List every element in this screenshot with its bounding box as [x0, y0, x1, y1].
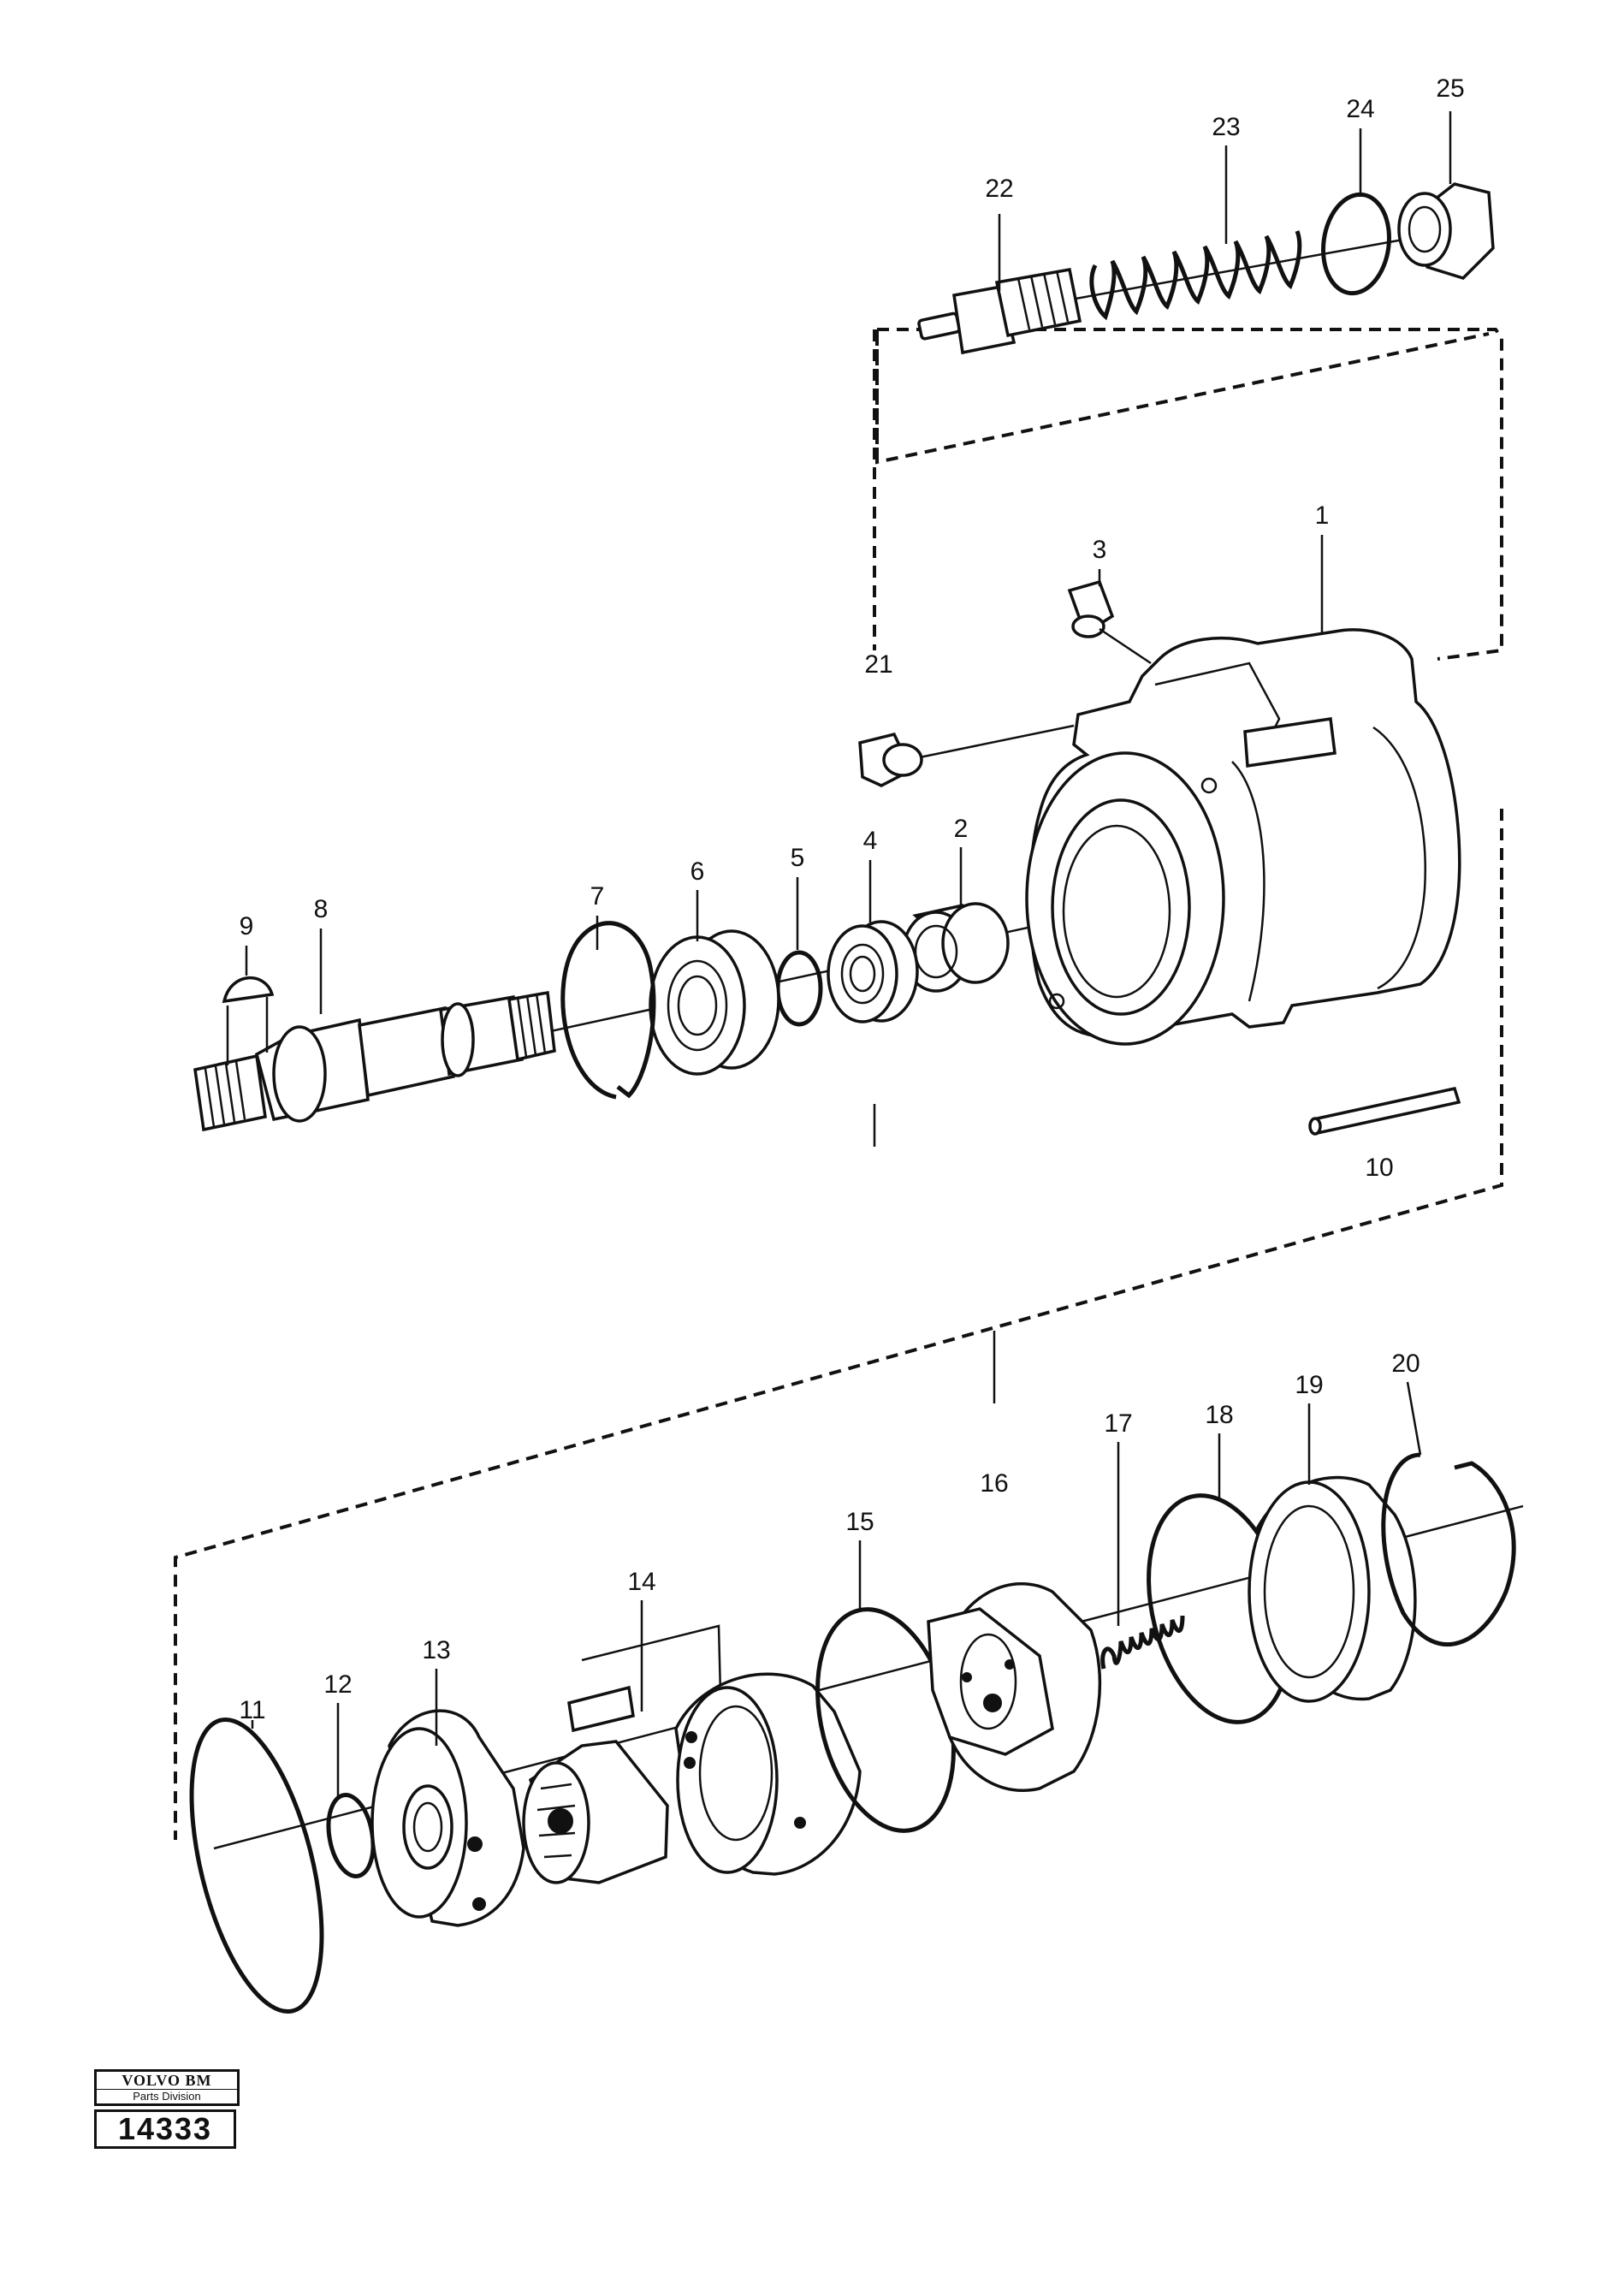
label-16: 16 [980, 1469, 1008, 1498]
volvo-bm-parts-badge: VOLVO BM Parts Division 14333 [94, 2069, 240, 2149]
top-group-outline-frame [875, 332, 1490, 465]
part-1-housing [1025, 628, 1461, 1046]
leader-lines [245, 111, 1452, 1797]
label-20: 20 [1391, 1350, 1420, 1378]
label-2: 2 [954, 815, 969, 843]
part-9-key [222, 976, 275, 1065]
label-17: 17 [1104, 1409, 1132, 1438]
part-13-cover-plate [370, 1709, 525, 1927]
label-5: 5 [791, 844, 805, 872]
label-10: 10 [1365, 1154, 1393, 1182]
part-6-ball-bearing [649, 929, 780, 1076]
label-3: 3 [1093, 536, 1107, 564]
part-21-plug [858, 724, 1075, 787]
part-4-bearing [827, 920, 919, 1023]
part-3-plug [1067, 579, 1152, 665]
brand-name: VOLVO BM [94, 2069, 240, 2089]
part-19-seal-ring [1248, 1475, 1417, 1703]
part-2-needle-bearing [902, 902, 1010, 993]
part-24-o-ring [1321, 192, 1391, 296]
label-23: 23 [1212, 113, 1240, 141]
label-11: 11 [239, 1696, 265, 1724]
label-13: 13 [422, 1636, 450, 1664]
lower-group-outline [174, 809, 1503, 1840]
part-5-snap-ring [775, 950, 823, 1027]
label-25: 25 [1436, 74, 1464, 103]
part-12-o-ring [326, 1793, 376, 1878]
label-14: 14 [627, 1568, 655, 1596]
part-16-end-plate [927, 1582, 1102, 1792]
part-23-spring [1089, 230, 1302, 321]
part-10-pin [1308, 1086, 1461, 1136]
part-11-o-ring [189, 1717, 324, 2014]
part-14-rotor [522, 1624, 862, 1884]
part-17-spring [1100, 1615, 1185, 1670]
label-4: 4 [863, 827, 878, 855]
label-19: 19 [1295, 1371, 1323, 1399]
label-24: 24 [1346, 95, 1374, 123]
label-6: 6 [690, 857, 705, 886]
label-9: 9 [240, 912, 254, 940]
drawing-number: 14333 [94, 2109, 236, 2149]
part-20-snap-ring [1381, 1452, 1516, 1647]
label-15: 15 [845, 1508, 874, 1536]
part-25-plug-nut [1397, 182, 1495, 280]
division-name: Parts Division [94, 2089, 240, 2106]
label-22: 22 [985, 175, 1013, 203]
label-21: 21 [864, 650, 892, 679]
part-8-shaft [193, 990, 556, 1132]
label-1: 1 [1315, 501, 1330, 530]
part-7-retaining-ring [560, 921, 656, 1100]
label-12: 12 [323, 1670, 352, 1699]
label-18: 18 [1205, 1401, 1233, 1429]
label-8: 8 [314, 895, 329, 923]
part-22-valve-spool [917, 267, 1082, 355]
top-group-outline [873, 328, 1503, 661]
label-7: 7 [590, 882, 605, 911]
part-labels: 1 2 3 4 5 6 7 8 9 10 11 12 13 14 15 16 1… [239, 74, 1464, 1724]
